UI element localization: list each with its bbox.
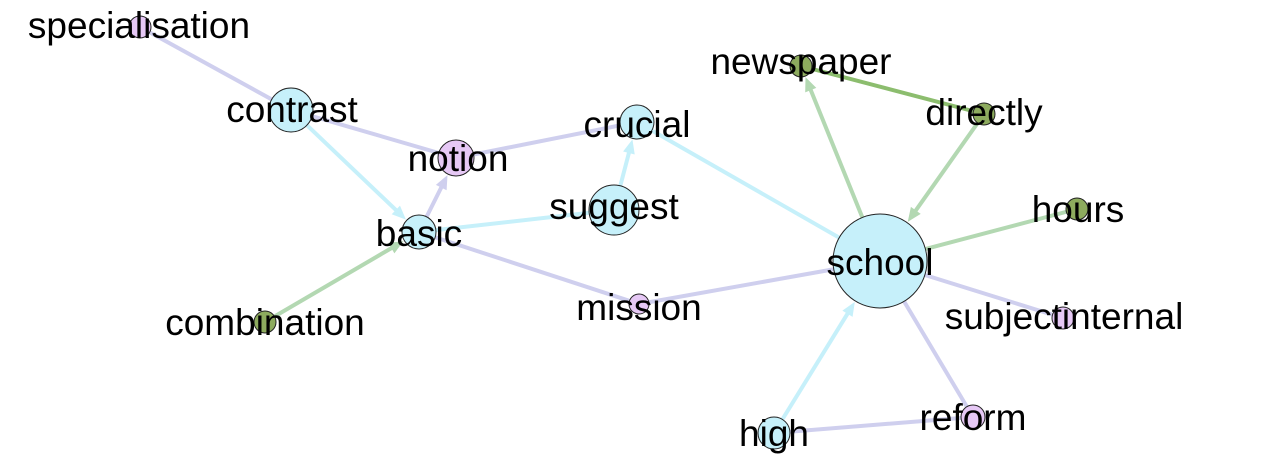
node-label-high: high xyxy=(739,413,809,454)
node-high[interactable] xyxy=(757,416,791,450)
arrowhead-combination-basic xyxy=(388,241,404,254)
node-label-newspaper: newspaper xyxy=(710,41,891,82)
arrowhead-school-newspaper xyxy=(805,77,817,93)
edges-layer xyxy=(138,25,1079,435)
edge-contrast-notion xyxy=(289,108,458,160)
node-newspaper[interactable] xyxy=(789,54,813,78)
arrowhead-directly-school xyxy=(907,206,921,222)
node-contrast[interactable] xyxy=(268,87,314,133)
node-label-subjectinternal: subjectinternal xyxy=(945,296,1184,337)
edge-directly-newspaper xyxy=(799,64,986,116)
node-label-combination: combination xyxy=(165,302,365,343)
node-label-school: school xyxy=(827,242,934,283)
node-notion[interactable] xyxy=(437,139,475,177)
nodes-layer xyxy=(128,15,1089,450)
node-subjectinternal[interactable] xyxy=(1051,306,1075,330)
edge-basic-mission xyxy=(417,230,641,306)
node-label-reform: reform xyxy=(920,397,1027,438)
edge-contrast-basic xyxy=(289,108,403,217)
node-label-contrast: contrast xyxy=(226,89,358,130)
edge-high-school xyxy=(772,306,853,435)
node-suggest[interactable] xyxy=(588,184,640,236)
node-combination[interactable] xyxy=(253,310,277,334)
arrowhead-basic-notion xyxy=(435,174,448,191)
arrowhead-suggest-crucial xyxy=(623,139,635,155)
node-label-crucial: crucial xyxy=(584,104,691,145)
edge-notion-crucial xyxy=(454,120,639,160)
node-label-suggest: suggest xyxy=(549,186,679,227)
node-basic[interactable] xyxy=(401,214,437,250)
edge-high-reform xyxy=(772,415,975,435)
edge-specialisation-contrast xyxy=(138,25,293,112)
labels-layer: specialisation contrast notion crucial sugge… xyxy=(28,5,1183,454)
node-label-directly: directly xyxy=(925,92,1043,133)
arrowhead-high-school xyxy=(842,301,855,317)
node-directly[interactable] xyxy=(972,102,996,126)
edge-directly-school xyxy=(910,112,986,218)
node-hours[interactable] xyxy=(1065,197,1089,221)
node-school[interactable] xyxy=(832,213,928,309)
node-label-mission: mission xyxy=(576,287,701,328)
node-reform[interactable] xyxy=(960,404,986,430)
node-crucial[interactable] xyxy=(619,104,655,140)
node-mission[interactable] xyxy=(628,293,650,315)
edge-combination-basic xyxy=(263,243,399,324)
arrowhead-contrast-basic xyxy=(391,205,406,220)
edge-suggest-basic xyxy=(417,208,616,234)
node-label-hours: hours xyxy=(1032,189,1125,230)
node-label-specialisation: specialisation xyxy=(28,5,250,46)
node-specialisation[interactable] xyxy=(128,15,152,39)
node-label-basic: basic xyxy=(376,213,462,254)
node-label-notion: notion xyxy=(408,138,509,179)
